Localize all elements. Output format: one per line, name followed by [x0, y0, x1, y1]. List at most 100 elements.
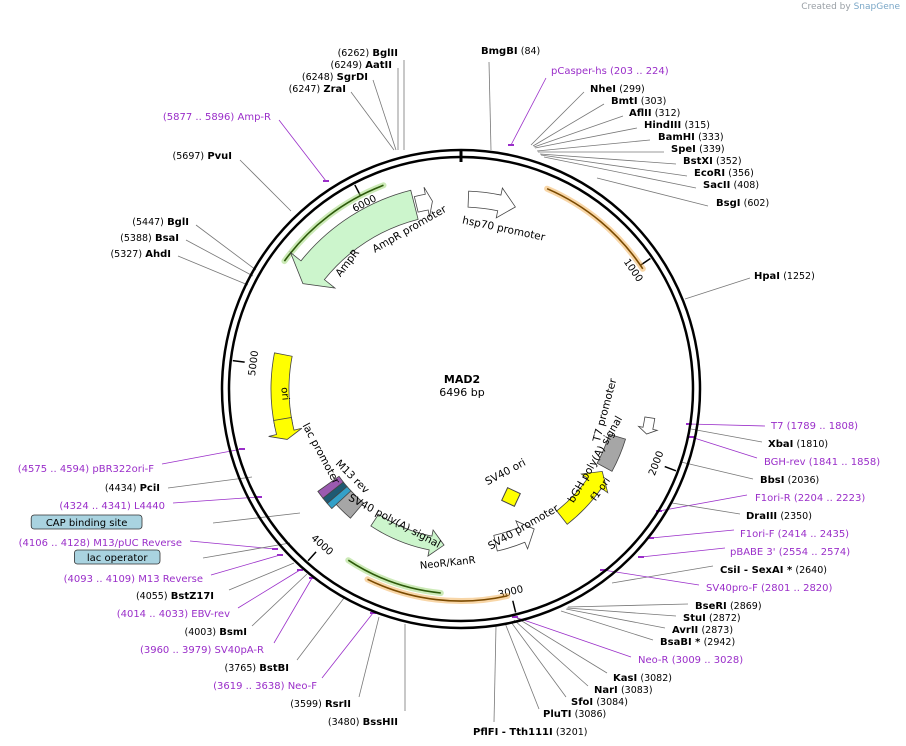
enzyme-sgrdi[interactable]: (6248) SgrDI — [302, 72, 368, 83]
enzyme-bstz17i[interactable]: (4055) BstZ17I — [136, 591, 214, 602]
site-position: (4434) — [105, 483, 137, 494]
site-name: F1ori-F — [740, 529, 775, 540]
site-name: HindIII — [644, 120, 681, 131]
primer-l4440[interactable]: (4324 .. 4341) L4440 — [59, 501, 165, 512]
primer-bgh-rev[interactable]: BGH-rev (1841 .. 1858) — [764, 457, 880, 468]
primer-m13-reverse[interactable]: (4093 .. 4109) M13 Reverse — [64, 574, 203, 585]
site-name: SpeI — [671, 144, 696, 155]
enzyme-bsmi[interactable]: (4003) BsmI — [185, 627, 248, 638]
site-position: (4014 .. 4033) — [117, 609, 189, 620]
primer-pbabe3[interactable]: pBABE 3' (2554 .. 2574) — [730, 547, 850, 558]
primer-ampr-primer[interactable]: (5877 .. 5896) Amp-R — [163, 112, 271, 123]
primer-sv40pa-r[interactable]: (3960 .. 3979) SV40pA-R — [140, 645, 264, 656]
enzyme-sacii[interactable]: SacII (408) — [703, 180, 759, 191]
site-name: PluTI — [543, 709, 571, 720]
enzyme-zrai[interactable]: (6247) ZraI — [289, 84, 346, 95]
leader-nari — [513, 619, 589, 687]
tick-label-2000: 2000 — [647, 450, 666, 478]
enzyme-bsai[interactable]: (5388) BsaI — [120, 233, 179, 244]
site-name: BglII — [372, 48, 398, 59]
enzyme-bseri[interactable]: BseRI (2869) — [695, 601, 762, 612]
site-position: (3619 .. 3638) — [213, 681, 285, 692]
enzyme-rsrii[interactable]: (3599) RsrII — [290, 699, 351, 710]
plasmid-backbone — [220, 148, 702, 630]
label-text-m13-reverse: (4093 .. 4109) M13 Reverse — [64, 574, 203, 585]
site-name: PflFI — [473, 727, 498, 738]
tick-mark-1000 — [640, 257, 651, 266]
primer-sv40pro-f[interactable]: SV40pro-F (2801 .. 2820) — [706, 583, 833, 594]
site-name: L4440 — [134, 501, 165, 512]
site-name: BsaBI * — [660, 637, 701, 648]
site-name: BmgBI — [481, 46, 518, 57]
enzyme-bamhi[interactable]: BamHI (333) — [658, 132, 724, 143]
enzyme-draiii[interactable]: DraIII (2350) — [746, 511, 812, 522]
enzyme-bstxi[interactable]: BstXI (352) — [683, 156, 742, 167]
enzyme-pluti[interactable]: PluTI (3086) — [543, 709, 606, 720]
primer-neo-f[interactable]: (3619 .. 3638) Neo-F — [213, 681, 317, 692]
enzyme-avrii[interactable]: AvrII (2873) — [672, 625, 733, 636]
enzyme-bmgbi[interactable]: BmgBI (84) — [481, 46, 540, 57]
site-position: (3765) — [225, 663, 257, 674]
enzyme-spei[interactable]: SpeI (339) — [671, 144, 725, 155]
primer-t7[interactable]: T7 (1789 .. 1808) — [770, 421, 858, 432]
enzyme-xbai[interactable]: XbaI (1810) — [768, 439, 828, 450]
site-name: Neo-R — [638, 655, 669, 666]
site-position: (2801 .. 2820) — [761, 583, 833, 594]
enzyme-ahdi[interactable]: (5327) AhdI — [110, 249, 171, 260]
enzyme-hindiii[interactable]: HindIII (315) — [644, 120, 710, 131]
enzyme-pvui[interactable]: (5697) PvuI — [173, 151, 232, 162]
site-position: (356) — [728, 168, 754, 179]
credit-prefix: Created by — [801, 2, 851, 12]
site-name: AvrII — [672, 625, 698, 636]
enzyme-stui[interactable]: StuI (2872) — [683, 613, 741, 624]
enzyme-pflfi[interactable]: PflFI - Tth111I (3201) — [473, 727, 588, 738]
site-position: (408) — [734, 180, 760, 191]
enzyme-bmti[interactable]: BmtI (303) — [611, 96, 666, 107]
site-suffix: - SexAI * — [740, 565, 792, 576]
enzyme-hpai[interactable]: HpaI (1252) — [754, 271, 815, 282]
enzyme-bsabi[interactable]: BsaBI * (2942) — [660, 637, 735, 648]
box-label-lac-operator[interactable]: lac operator — [74, 549, 161, 565]
enzyme-bbsi[interactable]: BbsI (2036) — [760, 475, 819, 486]
site-name: SfoI — [571, 697, 593, 708]
primer-pbr322ori[interactable]: (4575 .. 4594) pBR322ori-F — [18, 464, 154, 475]
enzyme-bstbi[interactable]: (3765) BstBI — [225, 663, 289, 674]
enzyme-nari[interactable]: NarI (3083) — [594, 685, 653, 696]
site-position: (1789 .. 1808) — [787, 421, 859, 432]
enzyme-kasi[interactable]: KasI (3082) — [613, 673, 672, 684]
leader-hindiii — [534, 127, 638, 149]
enzyme-sfoi[interactable]: SfoI (3084) — [571, 697, 628, 708]
label-text-csii: CsiI - SexAI * (2640) — [720, 565, 827, 576]
enzyme-ecori[interactable]: EcoRI (356) — [694, 168, 754, 179]
site-position: (2640) — [795, 565, 827, 576]
site-name: BmtI — [611, 96, 638, 107]
site-name: BglI — [167, 217, 189, 228]
label-hsp70: hsp70 promoter — [461, 214, 547, 243]
enzyme-csii[interactable]: CsiI - SexAI * (2640) — [720, 565, 827, 576]
enzyme-aflii[interactable]: AflII (312) — [629, 108, 680, 119]
site-position: (5327) — [110, 249, 142, 260]
enzyme-aatii[interactable]: (6249) AatII — [331, 60, 393, 71]
primer-pcasper[interactable]: pCasper-hs (203 .. 224) — [551, 66, 669, 77]
leader-nhei — [530, 91, 585, 146]
enzyme-pcii[interactable]: (4434) PciI — [105, 483, 160, 494]
leader-rsrii — [358, 616, 380, 698]
neo-arrow — [370, 513, 445, 557]
enzyme-bglii[interactable]: (6262) BglII — [338, 48, 398, 59]
label-text-nari: NarI (3083) — [594, 685, 653, 696]
enzyme-bsgi[interactable]: BsgI (602) — [716, 198, 769, 209]
box-label-cap-site[interactable]: CAP binding site — [30, 514, 143, 530]
enzyme-bgli[interactable]: (5447) BglI — [132, 217, 189, 228]
leader-sfoi — [510, 621, 567, 698]
primer-f1ori-f[interactable]: F1ori-F (2414 .. 2435) — [740, 529, 849, 540]
primer-ebv-rev[interactable]: (4014 .. 4033) EBV-rev — [117, 609, 230, 620]
site-position: (4106 .. 4128) — [19, 538, 91, 549]
site-name: BstZ17I — [171, 591, 214, 602]
primer-neo-r[interactable]: Neo-R (3009 .. 3028) — [638, 655, 743, 666]
enzyme-bsshii[interactable]: (3480) BssHII — [328, 717, 398, 728]
enzyme-nhei[interactable]: NheI (299) — [590, 84, 645, 95]
primer-m13puc-rev[interactable]: (4106 .. 4128) M13/pUC Reverse — [19, 538, 182, 549]
label-text-ebv-rev: (4014 .. 4033) EBV-rev — [117, 609, 230, 620]
primer-f1ori-r[interactable]: F1ori-R (2204 .. 2223) — [755, 493, 865, 504]
